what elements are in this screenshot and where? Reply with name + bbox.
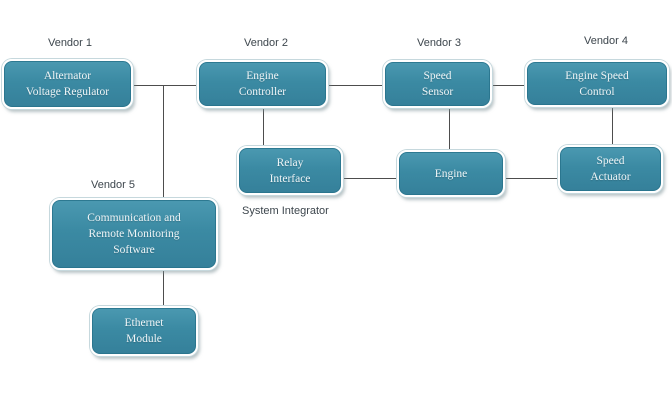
node-ethernet-module: Ethernet Module [90,306,198,356]
connector-alternator-to-engine-controller [133,85,197,86]
node-engine-speed-control: Engine Speed Control [525,60,669,107]
node-alternator-voltage-regulator: Alternator Voltage Regulator [2,59,133,109]
connector-engine-controller-to-relay-interface [263,108,264,146]
vendor-4-label: Vendor 4 [583,35,629,47]
connector-engine-speed-control-to-speed-actuator [612,107,613,145]
node-speed-sensor: Speed Sensor [383,60,492,108]
vendor-5-label: Vendor 5 [90,179,136,191]
node-engine: Engine [397,150,505,197]
node-engine-controller: Engine Controller [197,60,328,108]
connector-speed-sensor-to-engine [449,108,450,150]
node-relay-interface: Relay Interface [237,146,343,195]
connector-engine-controller-to-speed-sensor [328,85,383,86]
connector-engine-to-speed-actuator [505,178,558,179]
connector-relay-interface-to-engine [343,178,397,179]
node-speed-actuator: Speed Actuator [558,145,663,193]
vendor-1-label: Vendor 1 [47,37,93,49]
vendor-2-label: Vendor 2 [243,37,289,49]
system-integrator-label: System Integrator [242,205,329,217]
vendor-3-label: Vendor 3 [416,37,462,49]
connector-speed-sensor-to-engine-speed-control [492,85,525,86]
node-communication-remote-monitoring-software: Communication and Remote Monitoring Soft… [50,198,218,270]
connector-communication-software-to-ethernet-module [163,270,164,306]
connector-trunk-to-communication-software [163,85,164,198]
